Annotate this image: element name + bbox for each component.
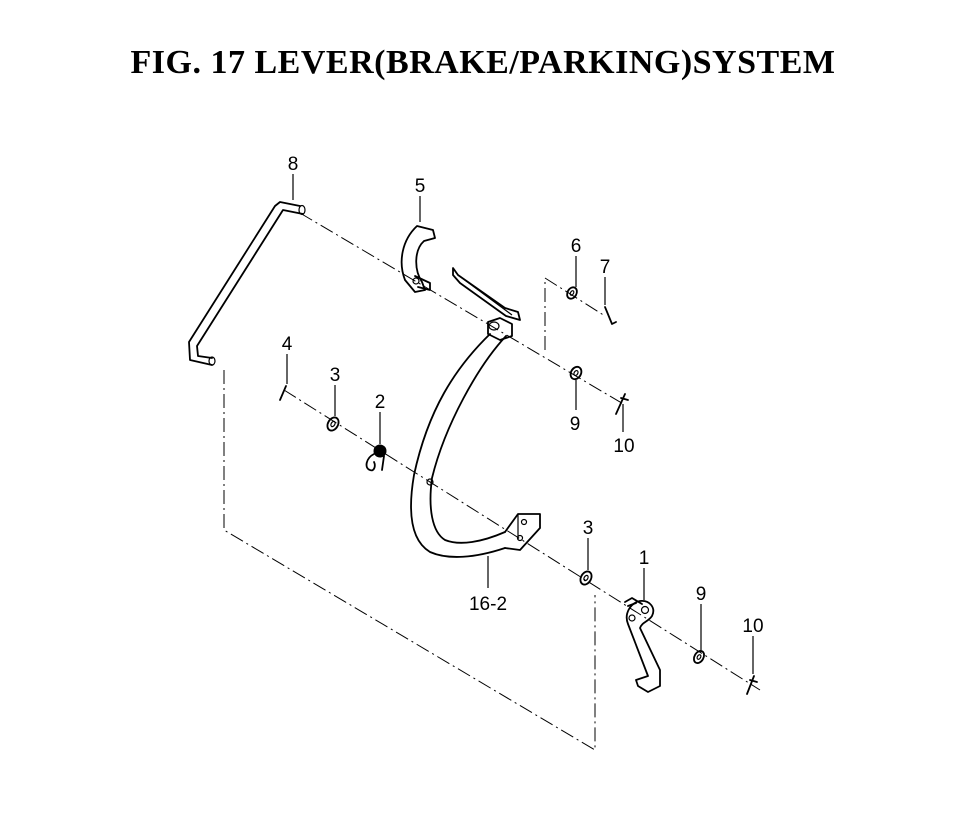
callout-label: 3 (330, 365, 341, 386)
callout-label: 9 (696, 584, 707, 605)
parking-arm-part-1 (624, 597, 661, 693)
figure-title: FIG. 17 LEVER(BRAKE/PARKING)SYSTEM (130, 44, 836, 81)
washers (326, 286, 705, 664)
callout-label: 1 (639, 548, 650, 569)
callout-label: 6 (571, 236, 582, 257)
brake-rod-part-8 (188, 201, 306, 366)
callout-label: 7 (600, 257, 611, 278)
callout-label: 5 (415, 176, 426, 197)
callout-label: 9 (570, 414, 581, 435)
brake-pedal-pad (452, 267, 521, 321)
callout-labels: 8 5 6 7 4 3 2 9 10 3 1 16-2 9 10 (282, 154, 764, 637)
parking-latch-part-5 (400, 225, 436, 293)
split-pins (279, 306, 758, 695)
callout-leaders (286, 174, 754, 674)
callout-label: 4 (282, 334, 293, 355)
spring-part-2 (365, 444, 387, 472)
brake-pedal-lever-part-16-2 (410, 317, 541, 558)
callout-label: 16-2 (469, 594, 507, 615)
callout-label: 2 (375, 392, 386, 413)
assembly-center-lines (223, 212, 761, 751)
callout-label: 10 (613, 436, 634, 457)
callout-label: 8 (288, 154, 299, 175)
callout-label: 3 (583, 518, 594, 539)
callout-label: 10 (742, 616, 763, 637)
